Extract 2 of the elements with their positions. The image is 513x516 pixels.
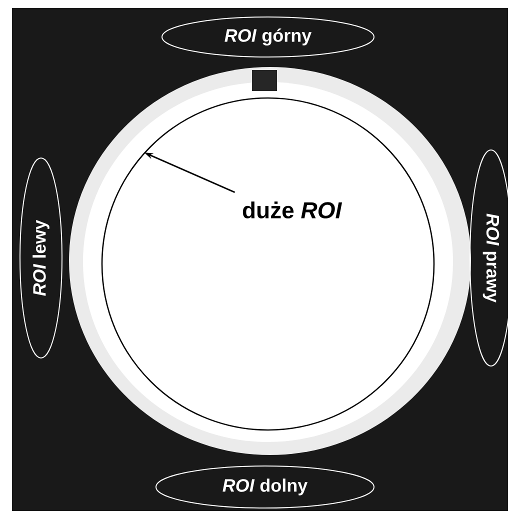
roi-label: duże ROI (242, 202, 342, 218)
roi-circle (101, 97, 435, 431)
